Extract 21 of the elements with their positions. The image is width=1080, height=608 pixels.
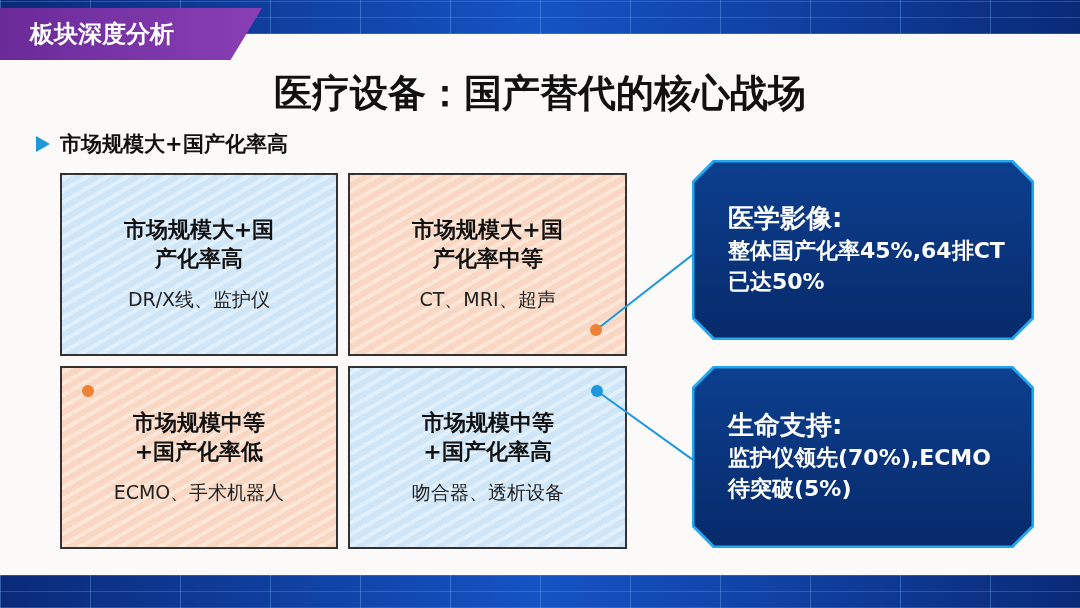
slide-title: 医疗设备：国产替代的核心战场 <box>273 70 807 117</box>
panel-heading: 医学影像: <box>728 202 844 236</box>
quadrant-card <box>348 173 627 356</box>
quadrant-text: 吻合器、透析设备 <box>411 480 564 506</box>
panel-heading: 生命支持: <box>728 409 844 443</box>
connector-line <box>591 385 695 462</box>
connector-line <box>590 252 695 336</box>
quadrant-heading: 市场规模大+国产化率高 <box>122 215 276 273</box>
quadrant-text: DR/X线、监护仪 <box>127 287 271 313</box>
quadrant-text: CT、MRI、超声 <box>419 287 556 313</box>
quadrant-card <box>60 366 338 549</box>
quadrant-heading: 市场规模大+国产化率中等 <box>411 215 564 273</box>
quadrant-heading: 市场规模中等+国产化率低 <box>132 408 266 466</box>
quadrant-text: ECMO、手术机器人 <box>113 480 285 506</box>
quadrant-card <box>348 366 627 549</box>
panel-text: 整体国产化率45%,64排CT已达50% <box>728 237 1006 296</box>
quadrant-heading: 市场规模中等+国产化率高 <box>420 408 555 466</box>
subheading: 市场规模大+国产化率高 <box>60 131 288 158</box>
section-tag: 板块深度分析 <box>0 8 262 60</box>
quadrant-card <box>60 173 338 356</box>
panel-text: 监护仪领先(70%),ECMO待突破(5%) <box>728 444 992 503</box>
